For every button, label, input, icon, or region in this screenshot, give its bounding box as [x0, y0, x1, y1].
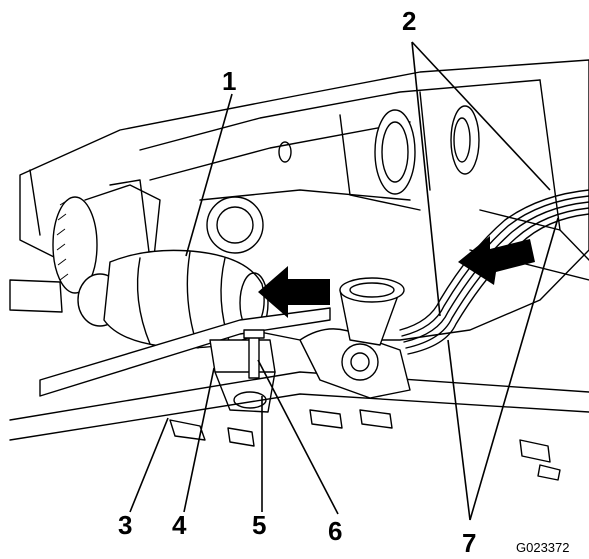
callout-7: 7	[462, 528, 476, 558]
callout-2: 2	[402, 6, 416, 36]
leader-7b	[469, 217, 559, 521]
bracket-bolt	[209, 329, 276, 413]
figure-id: G023372	[516, 540, 570, 555]
bulkhead-panel	[206, 105, 589, 281]
callout-1: 1	[222, 66, 236, 96]
leader-7a	[447, 339, 471, 521]
callout-5: 5	[252, 510, 266, 540]
leader-6	[257, 359, 339, 515]
callout-4: 4	[172, 510, 187, 540]
leader-1	[185, 93, 233, 257]
leader-2a	[411, 41, 551, 191]
leader-3	[129, 417, 169, 513]
callout-3: 3	[118, 510, 132, 540]
direction-arrow-right	[458, 236, 535, 285]
direction-arrow-left	[258, 266, 330, 318]
deck-hardware	[169, 409, 561, 481]
callout-6: 6	[328, 516, 342, 546]
leader-lines	[129, 41, 559, 521]
pivot-coupler	[299, 277, 411, 399]
leader-4	[183, 367, 215, 513]
leader-2b	[411, 41, 441, 317]
left-gear	[52, 184, 161, 301]
